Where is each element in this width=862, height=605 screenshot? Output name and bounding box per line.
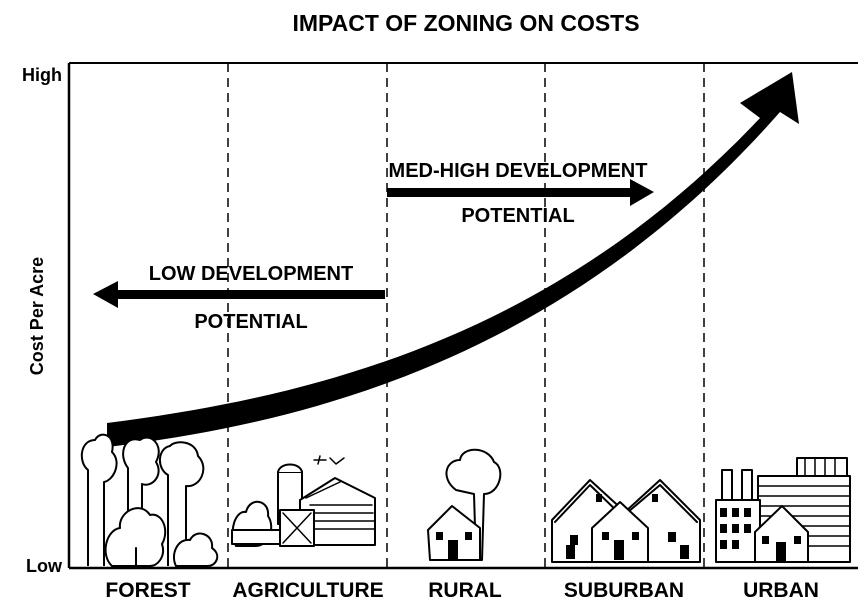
y-axis-title: Cost Per Acre <box>27 257 47 375</box>
rural-house-tree-icon <box>427 448 502 561</box>
zone-dividers <box>227 63 705 568</box>
farm-barn-silo-icon <box>231 455 376 547</box>
zone-label-rural: RURAL <box>428 579 502 602</box>
diagram-title: IMPACT OF ZONING ON COSTS <box>292 10 639 36</box>
med-high-development-label-line1: MED-HIGH DEVELOPMENT <box>389 160 648 182</box>
med-high-development-arrow <box>387 179 654 206</box>
zone-label-suburban: SUBURBAN <box>564 579 684 602</box>
forest-trees-icon <box>80 433 219 567</box>
y-axis-high-label: High <box>22 65 62 85</box>
y-axis-low-label: Low <box>26 556 63 576</box>
suburban-houses-icon <box>551 479 701 563</box>
zone-label-urban: URBAN <box>743 579 819 602</box>
cost-curve-arrow <box>107 72 799 447</box>
urban-buildings-icon <box>715 457 851 563</box>
zone-label-agriculture: AGRICULTURE <box>232 579 383 602</box>
zone-label-forest: FOREST <box>105 579 190 602</box>
low-development-arrow <box>93 281 385 308</box>
plot-frame <box>67 62 858 570</box>
med-high-development-label-line2: POTENTIAL <box>461 205 574 227</box>
low-development-label-line1: LOW DEVELOPMENT <box>149 263 353 285</box>
low-development-label-line2: POTENTIAL <box>194 311 307 333</box>
